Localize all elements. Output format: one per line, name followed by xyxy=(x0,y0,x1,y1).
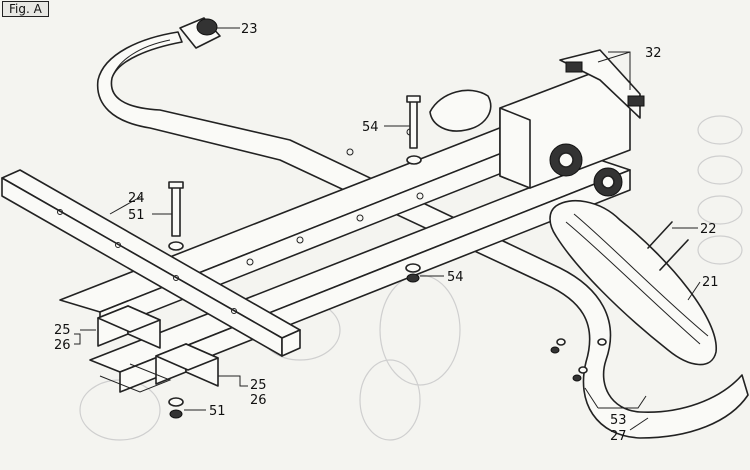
callout-54-upper: 54 xyxy=(362,120,379,135)
callout-labels: 23 32 54 24 51 22 54 21 25 26 25 26 51 5… xyxy=(54,22,719,444)
bolt-part-54-upper xyxy=(406,95,422,165)
figure-label: Fig. A xyxy=(2,1,49,17)
handlebar-part-27 xyxy=(96,31,749,439)
bracket-assembly-part-32 xyxy=(429,49,645,197)
saddle-pad-part-21 xyxy=(549,199,717,366)
tube-sleeve-upper xyxy=(97,305,161,349)
background-ghost-shapes xyxy=(79,115,743,441)
screws-part-22 xyxy=(647,221,689,271)
tube-sleeve-lower xyxy=(99,343,219,393)
callout-51-lower: 51 xyxy=(209,404,226,419)
callout-26-lower: 26 xyxy=(250,393,267,408)
leader-lines xyxy=(74,27,701,431)
callout-21: 21 xyxy=(702,275,719,290)
nut-part-51-lower xyxy=(168,397,184,419)
callout-27: 27 xyxy=(610,429,627,444)
cross-beam-part-24 xyxy=(1,169,301,357)
callout-25-lower: 25 xyxy=(250,378,267,393)
callout-22: 22 xyxy=(700,222,717,237)
nut-part-54-lower xyxy=(405,263,421,283)
callout-25-upper: 25 xyxy=(54,323,71,338)
bolt-part-51-upper xyxy=(168,181,184,251)
end-cap-part-23 xyxy=(179,17,221,49)
callout-53: 53 xyxy=(610,413,627,428)
callout-32: 32 xyxy=(645,46,662,61)
callout-23: 23 xyxy=(241,22,258,37)
callout-24: 24 xyxy=(128,191,145,206)
callout-26-upper: 26 xyxy=(54,338,71,353)
callout-54-lower: 54 xyxy=(447,270,464,285)
washers-part-53 xyxy=(550,338,607,382)
callout-51-upper: 51 xyxy=(128,208,145,223)
